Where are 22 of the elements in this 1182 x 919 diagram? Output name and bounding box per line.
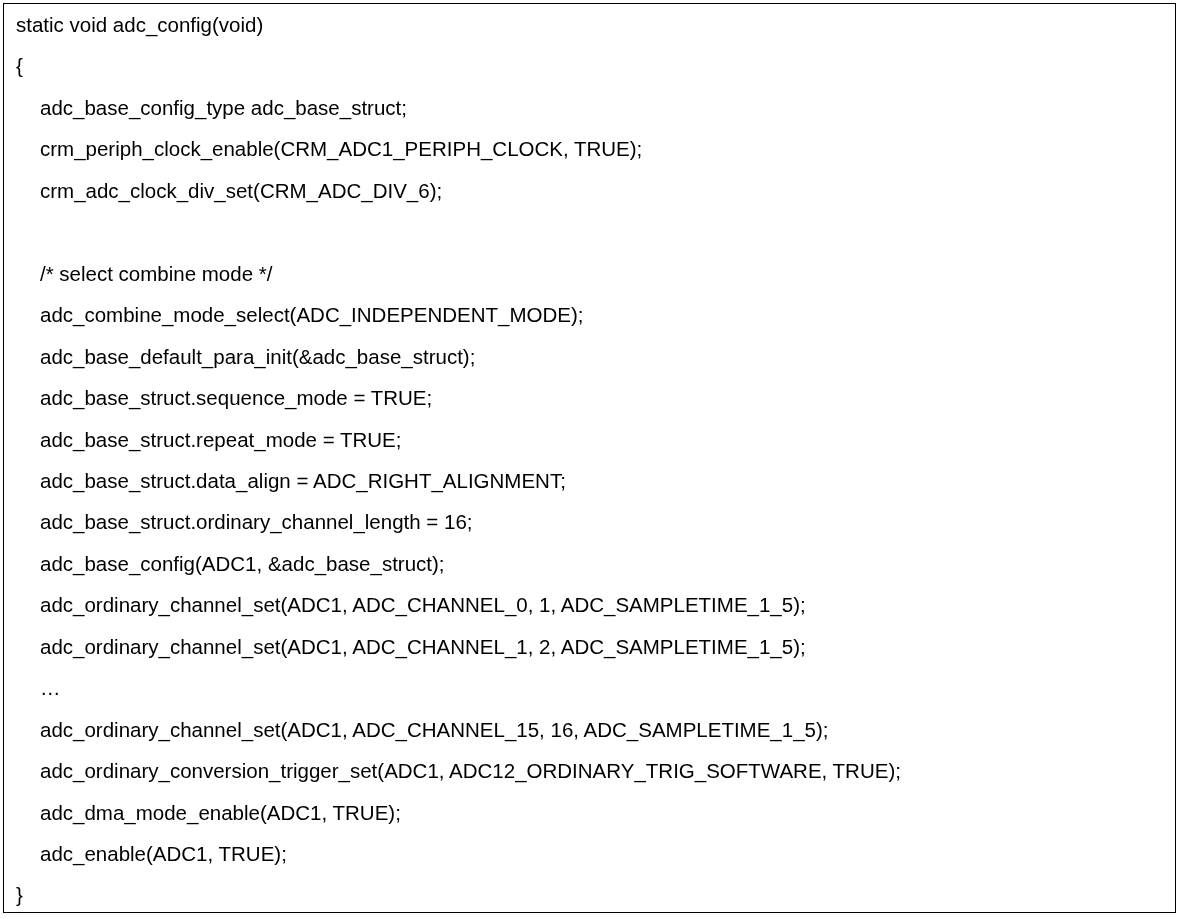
code-line: crm_adc_clock_div_set(CRM_ADC_DIV_6); [40,178,443,203]
code-line: adc_dma_mode_enable(ADC1, TRUE); [40,800,401,825]
code-line: adc_ordinary_channel_set(ADC1, ADC_CHANNEL_15, 16, ADC_SAMPLETIME_1_5); [40,717,829,742]
code-line: adc_ordinary_channel_set(ADC1, ADC_CHANNEL_1, 2, ADC_SAMPLETIME_1_5); [40,634,806,659]
code-panel [3,3,1176,913]
code-line: … [40,676,61,701]
code-line: adc_base_struct.data_align = ADC_RIGHT_ALIGNMENT; [40,468,566,493]
code-line: adc_ordinary_conversion_trigger_set(ADC1, ADC12_ORDINARY_TRIG_SOFTWARE, TRUE); [40,759,901,784]
code-line: adc_base_struct.repeat_mode = TRUE; [40,427,402,452]
code-line: static void adc_config(void) [16,13,264,37]
code-line: } [16,883,23,908]
code-line: adc_base_config_type adc_base_struct; [40,95,407,120]
code-line: adc_enable(ADC1, TRUE); [40,842,287,866]
code-line: adc_base_struct.ordinary_channel_length = 16; [40,510,473,535]
code-line: crm_periph_clock_enable(CRM_ADC1_PERIPH_CLOCK, TRUE); [40,137,643,162]
code-line: adc_ordinary_channel_set(ADC1, ADC_CHANNEL_0, 1, ADC_SAMPLETIME_1_5); [40,593,806,618]
code-line: adc_base_config(ADC1, &adc_base_struct); [40,551,445,576]
code-line: /* select combine mode */ [40,261,273,286]
code-line: adc_base_struct.sequence_mode = TRUE; [40,386,433,411]
code-line: adc_base_default_para_init(&adc_base_struct); [40,344,476,369]
code-line: { [16,54,23,79]
code-line: adc_combine_mode_select(ADC_INDEPENDENT_MODE); [40,303,584,328]
